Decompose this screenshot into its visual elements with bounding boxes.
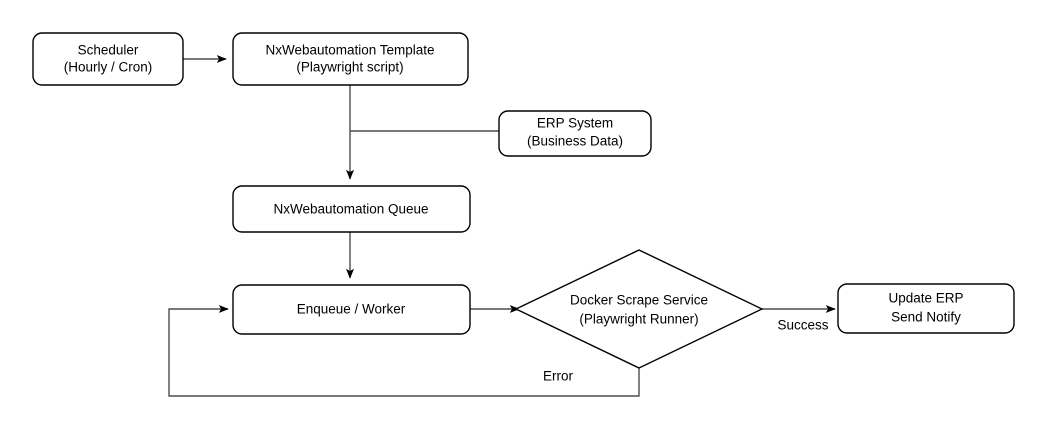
edge-label-success: Success <box>777 318 828 333</box>
edge-scrape-error-loop <box>168 305 640 397</box>
node-erp-system[interactable]: ERP System (Business Data) <box>498 110 652 157</box>
scheduler-label-line2: (Hourly / Cron) <box>64 60 153 75</box>
update-erp-label-line1: Update ERP <box>888 291 963 306</box>
scheduler-box[interactable] <box>32 32 184 86</box>
template-label-line1: NxWebautomation Template <box>265 43 434 58</box>
queue-label: NxWebautomation Queue <box>273 202 428 217</box>
node-nxwebautomation-queue[interactable]: NxWebautomation Queue <box>232 185 471 233</box>
update-erp-label-line2: Send Notify <box>891 310 961 325</box>
node-docker-scrape-service[interactable]: Docker Scrape Service (Playwright Runner… <box>514 249 764 369</box>
docker-scrape-service-label-line2: (Playwright Runner) <box>579 312 698 327</box>
update-erp-box[interactable] <box>837 283 1015 334</box>
enqueue-worker-label: Enqueue / Worker <box>297 302 406 317</box>
template-box[interactable] <box>232 32 469 86</box>
node-scheduler[interactable]: Scheduler (Hourly / Cron) <box>32 32 184 86</box>
docker-scrape-service-label-line1: Docker Scrape Service <box>570 293 708 308</box>
node-update-erp[interactable]: Update ERP Send Notify <box>837 283 1015 334</box>
erp-system-box[interactable] <box>498 110 652 157</box>
enqueue-worker-box[interactable] <box>232 284 471 335</box>
queue-box[interactable] <box>232 185 471 233</box>
template-label-line2: (Playwright script) <box>296 60 403 75</box>
edge-label-error: Error <box>543 369 574 384</box>
node-nxwebautomation-template[interactable]: NxWebautomation Template (Playwright scr… <box>232 32 469 86</box>
docker-scrape-service-diamond[interactable] <box>514 249 764 369</box>
erp-system-label-line2: (Business Data) <box>527 134 623 149</box>
erp-system-label-line1: ERP System <box>537 116 613 131</box>
scheduler-label-line1: Scheduler <box>78 43 139 58</box>
node-enqueue-worker[interactable]: Enqueue / Worker <box>232 284 471 335</box>
